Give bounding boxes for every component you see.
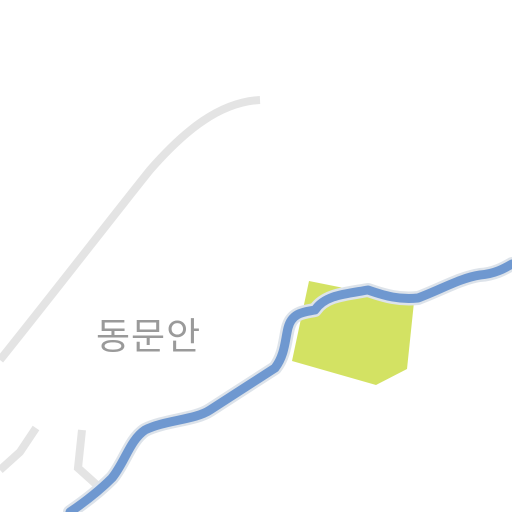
road-stub-center bbox=[73, 429, 101, 489]
place-label[interactable]: 동문안 bbox=[96, 315, 202, 358]
road-stub-left bbox=[0, 425, 40, 473]
river-casing bbox=[63, 257, 512, 512]
road-curve bbox=[0, 96, 261, 363]
river bbox=[65, 259, 512, 512]
